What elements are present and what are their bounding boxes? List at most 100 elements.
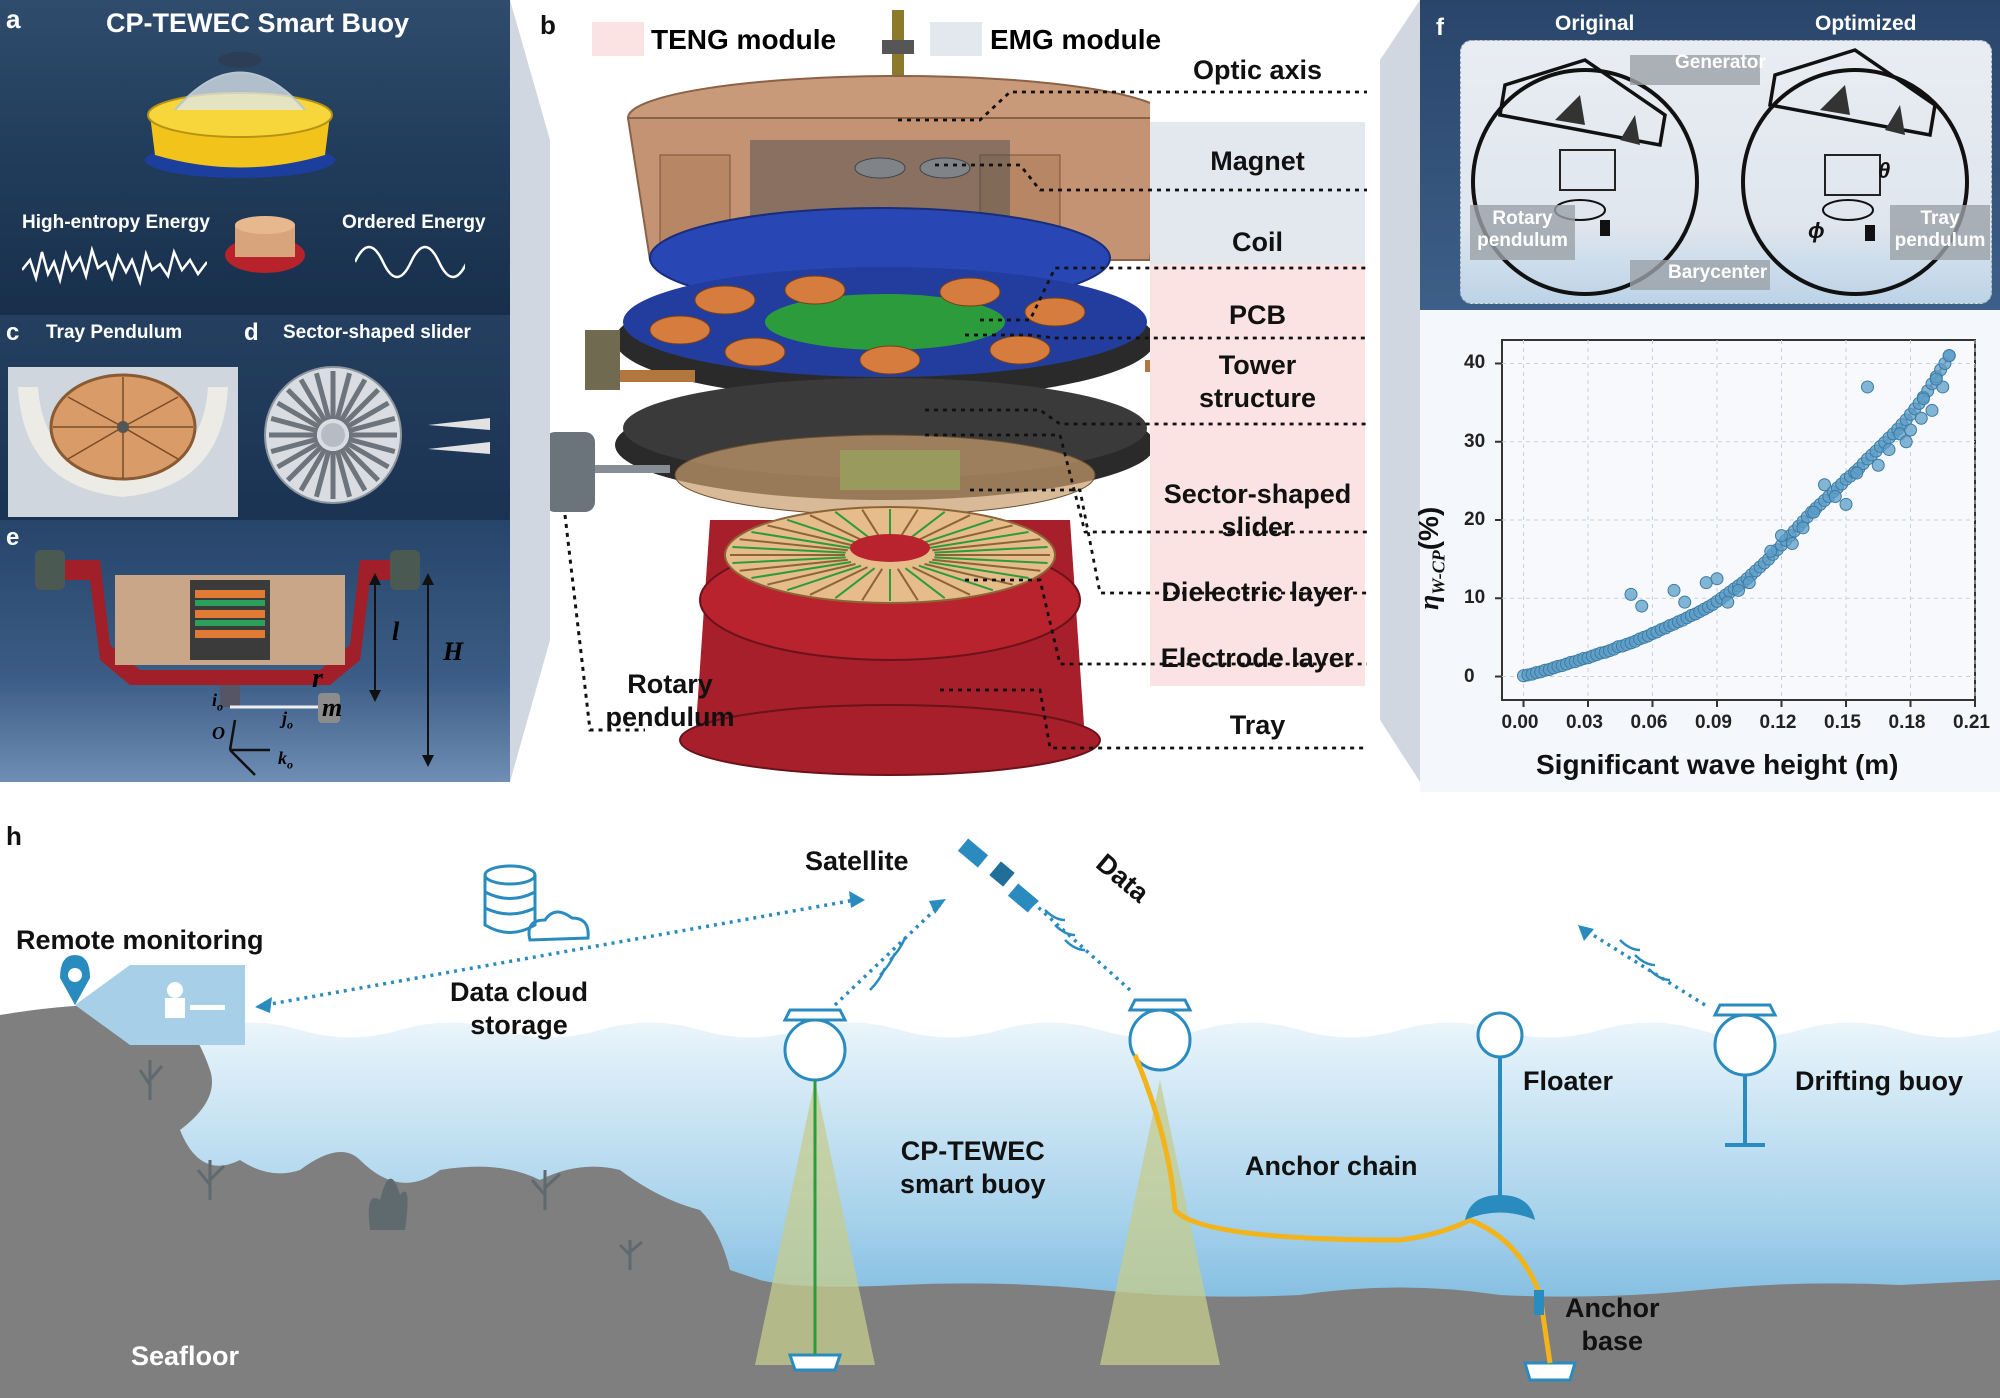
slider-spoke	[314, 449, 332, 498]
symbol-O: O	[212, 723, 225, 743]
chart-y-label: ηW-CP(%)	[1413, 506, 1449, 610]
slider-spoke	[314, 372, 332, 421]
callout-tower-line1: Tower	[1218, 350, 1297, 380]
electrode-spoke	[786, 518, 862, 546]
ordered-energy-label: Ordered Energy	[342, 212, 486, 233]
data-point	[1635, 599, 1649, 613]
slider-spoke	[285, 444, 324, 483]
electrode-spoke	[809, 514, 868, 544]
electrode-spoke	[904, 567, 946, 600]
data-point	[1785, 536, 1799, 550]
panel-d-letter: d	[244, 319, 259, 346]
electrode-spoke	[786, 564, 862, 592]
panel-c: c Tray Pendulum	[0, 315, 240, 520]
electrode-spoke	[918, 518, 994, 546]
slider-spoke	[276, 440, 321, 470]
drifting-buoy-label: Drifting buoy	[1795, 1066, 1963, 1096]
data-point	[1667, 583, 1681, 597]
panel-d: d Sector-shaped slider	[240, 315, 510, 520]
data-point	[1742, 576, 1756, 590]
symbol-k: ko	[278, 748, 293, 772]
x-tick-label: 0.21	[1953, 712, 1990, 733]
electrode-spoke	[732, 556, 846, 564]
buoy-illustration	[145, 52, 335, 178]
slider-spoke	[270, 416, 319, 434]
exploded-structure	[550, 10, 1150, 776]
electrode-spoke	[834, 567, 876, 600]
optimized-label: Optimized	[1815, 12, 1917, 35]
slider-spoke	[347, 416, 396, 434]
data-point	[1796, 521, 1810, 535]
x-tick-label: 0.03	[1566, 712, 1603, 733]
slider-spoke	[342, 444, 381, 483]
data-point	[1775, 529, 1788, 543]
slider-spoke	[345, 440, 390, 470]
electrode-spoke	[739, 558, 848, 572]
scatter-chart	[1495, 339, 1976, 707]
data-point	[1929, 372, 1943, 386]
panel-f-letter: f	[1436, 14, 1444, 41]
panel-a-letter: a	[6, 4, 21, 34]
electrode-spoke	[739, 538, 848, 552]
data-point	[1828, 490, 1842, 504]
pendulum-comparison	[1470, 48, 1990, 296]
electrode-spoke	[932, 558, 1041, 572]
slider-spoke	[298, 447, 328, 492]
electrode-spoke	[912, 514, 971, 544]
data-point	[1942, 349, 1956, 363]
slider-spoke	[342, 387, 381, 426]
electrode-spoke	[732, 546, 846, 554]
electrode-spoke	[767, 563, 856, 586]
slider-spoke	[276, 400, 321, 430]
symbol-i: io	[212, 690, 224, 714]
electrode-spoke	[809, 566, 868, 596]
callout-slider-line1: Sector-shaped	[1163, 479, 1352, 509]
electrode-spoke	[932, 538, 1041, 552]
y-tick-label: 10	[1464, 587, 1486, 609]
teng-band	[1150, 264, 1365, 686]
electrode-spoke	[767, 524, 856, 547]
panel-b-letter: b	[540, 10, 556, 40]
data-point	[1899, 435, 1913, 449]
panel-a-title: CP-TEWEC Smart Buoy	[106, 8, 410, 38]
slider-spoke	[334, 449, 352, 498]
electrode-spoke	[928, 531, 1029, 549]
emg-legend-swatch	[930, 22, 982, 56]
data-point	[1807, 505, 1821, 519]
panel-c-title: Tray Pendulum	[46, 322, 183, 343]
satellite-label: Satellite	[805, 846, 909, 876]
electrode-spoke	[934, 556, 1048, 564]
callout-dielectric: Dielectric layer	[1161, 577, 1354, 607]
panel-a-ocean: a CP-TEWEC Smart Buoy High-entropy Energ…	[0, 0, 510, 315]
slider-spoke	[338, 447, 368, 492]
slider-spoke	[285, 387, 324, 426]
data-point	[1624, 587, 1638, 601]
connector-right	[1380, 0, 1420, 782]
slider-spoke	[338, 378, 368, 423]
pendulum-model	[35, 550, 434, 776]
emg-band	[1150, 122, 1365, 264]
data-point	[1850, 466, 1864, 480]
panel-e: e l H r m O io jo ko	[0, 520, 510, 782]
high-entropy-wave	[22, 245, 207, 287]
electrode-spoke	[934, 546, 1048, 554]
callout-optic-axis: Optic axis	[1192, 55, 1323, 85]
y-tick-label: 40	[1464, 352, 1486, 374]
panel-c-letter: c	[6, 319, 20, 346]
slider-spoke	[334, 372, 352, 421]
data-point	[1904, 423, 1917, 437]
data-point	[1818, 478, 1831, 492]
data-point	[1882, 443, 1896, 457]
panel-h-letter: h	[6, 821, 22, 851]
symbol-j: jo	[282, 708, 294, 732]
electrode-spoke	[924, 563, 1013, 586]
remote-monitoring-label: Remote monitoring	[16, 925, 264, 955]
callout-coil: Coil	[1232, 227, 1283, 257]
data-point	[1721, 595, 1735, 609]
ocean-scene	[0, 838, 2000, 1398]
electrode-spoke	[896, 568, 919, 601]
